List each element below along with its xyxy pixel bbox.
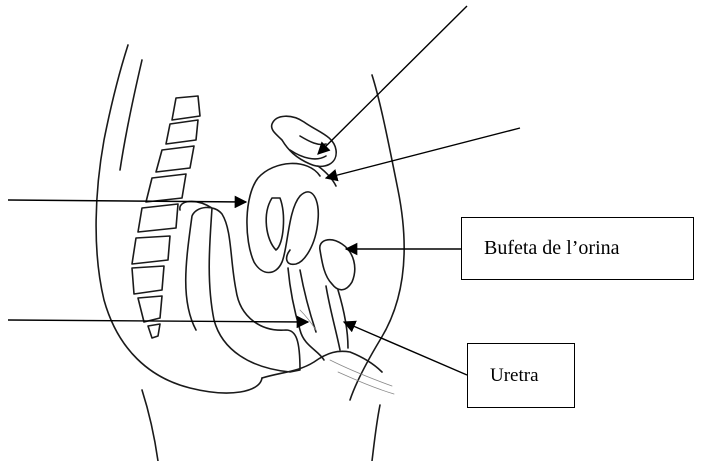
arrow-uterus xyxy=(8,200,246,202)
perineum xyxy=(262,351,382,378)
arrow-fallopian-tube xyxy=(326,128,520,178)
spine xyxy=(132,96,200,338)
label-bladder: Bufeta de l’orina xyxy=(461,217,694,280)
body-outline-lower xyxy=(142,390,158,461)
uterus-cavity xyxy=(266,198,283,250)
urethra-organ xyxy=(326,286,348,350)
body-outline-back-inner xyxy=(120,60,142,170)
body-outline-front xyxy=(350,75,404,400)
label-urethra: Uretra xyxy=(467,343,575,408)
ovary xyxy=(272,116,337,166)
label-urethra-text: Uretra xyxy=(490,365,539,387)
label-bladder-text: Bufeta de l’orina xyxy=(484,237,620,260)
bladder-organ xyxy=(320,240,355,290)
arrow-ovary xyxy=(318,6,467,154)
arrow-urethra xyxy=(344,322,467,375)
arrow-vagina xyxy=(8,320,308,322)
body-outline-front-2 xyxy=(372,405,380,461)
rectum xyxy=(180,201,300,372)
vagina xyxy=(288,268,324,360)
